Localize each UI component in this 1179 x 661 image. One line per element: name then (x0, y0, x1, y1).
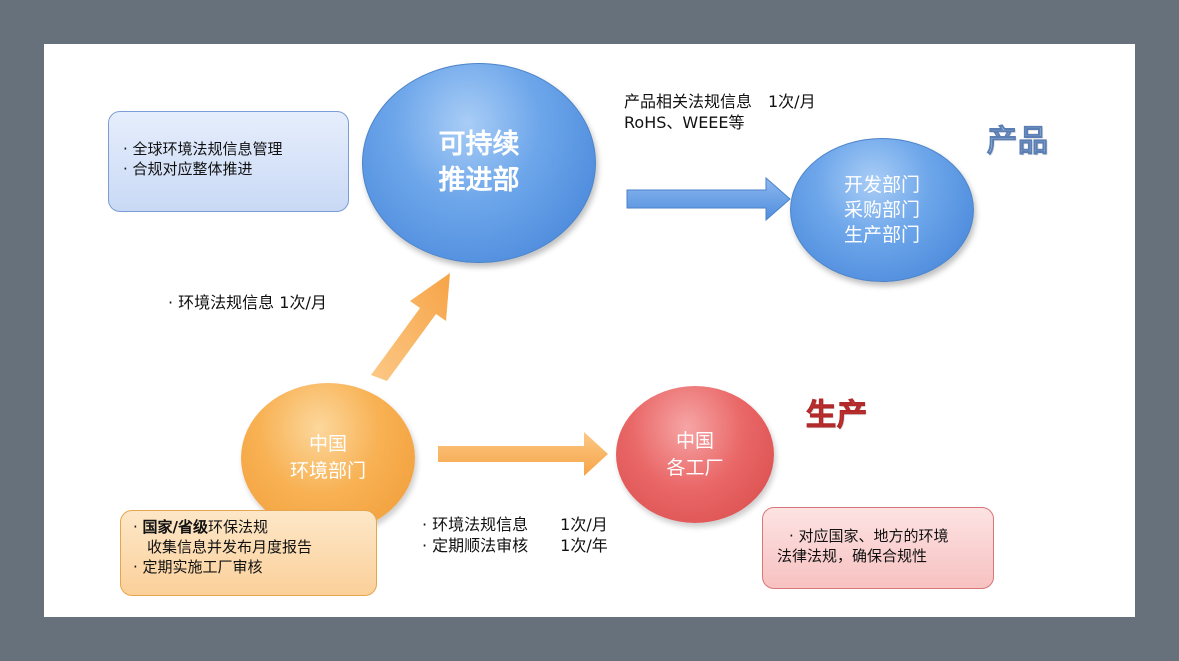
sustain-dept-line1: 可持续 (438, 129, 520, 160)
compliance-box: · 对应国家、地方的环境 法律法规，确保合规性 (762, 507, 994, 589)
factory-info-label: · 环境法规信息 1次/月 · 定期顺法审核 1次/年 (422, 514, 608, 556)
national-regulation-line1: · 国家/省级环保法规 (133, 517, 366, 537)
production-title: 生产 (806, 398, 868, 434)
china-env-dept-line2: 环境部门 (289, 460, 366, 482)
national-regulation-bullet: · (133, 518, 143, 536)
product-regulation-line2: RoHS、WEEE等 (624, 113, 745, 132)
national-regulation-box: · 国家/省级环保法规 收集信息并发布月度报告 · 定期实施工厂审核 (120, 510, 377, 596)
compliance-line2: 法律法规，确保合规性 (777, 547, 928, 565)
sustain-dept-line2: 推进部 (438, 165, 520, 196)
env-info-monthly-label: · 环境法规信息 1次/月 (168, 293, 327, 312)
product-depts-node: 开发部门 采购部门 生产部门 (790, 138, 974, 282)
global-mgmt-line2: · 合规对应整体推进 (123, 160, 253, 178)
product-dept-production: 生产部门 (843, 223, 920, 246)
china-factories-line2: 各工厂 (666, 456, 724, 479)
arrow-to-factories (438, 432, 608, 476)
global-mgmt-box: · 全球环境法规信息管理 · 合规对应整体推进 (108, 111, 349, 212)
product-title: 产品 (987, 124, 1049, 160)
product-dept-purchase: 采购部门 (843, 198, 920, 221)
factory-info-line1: · 环境法规信息 1次/月 (422, 515, 608, 534)
national-regulation-line2: 收集信息并发布月度报告 (147, 538, 313, 556)
china-env-dept-line1: 中国 (308, 433, 347, 455)
china-factories-node: 中国 各工厂 (616, 386, 774, 523)
national-provincial-bold: 国家/省级 (142, 518, 209, 536)
sustain-dept-node: 可持续 推进部 (362, 63, 596, 263)
slide-canvas: · 全球环境法规信息管理 · 合规对应整体推进 可持续 推进部 产品相关法规信息… (44, 44, 1135, 617)
product-dept-dev: 开发部门 (843, 173, 920, 196)
arrows-layer (371, 176, 791, 476)
national-regulation-line3: · 定期实施工厂审核 (133, 558, 263, 576)
arrow-to-product-depts (626, 176, 791, 222)
arrow-to-sustain-dept (371, 273, 450, 381)
national-regulation-rest: 环保法规 (208, 518, 269, 536)
china-factories-line1: 中国 (675, 429, 714, 452)
compliance-line1: · 对应国家、地方的环境 (789, 527, 949, 545)
global-mgmt-line1: · 全球环境法规信息管理 (123, 140, 283, 158)
china-env-dept-node: 中国 环境部门 (241, 383, 415, 533)
product-regulation-label: 产品相关法规信息 1次/月 RoHS、WEEE等 (624, 91, 816, 133)
product-regulation-line1: 产品相关法规信息 1次/月 (624, 92, 816, 111)
factory-info-line2: · 定期顺法审核 1次/年 (422, 536, 608, 555)
